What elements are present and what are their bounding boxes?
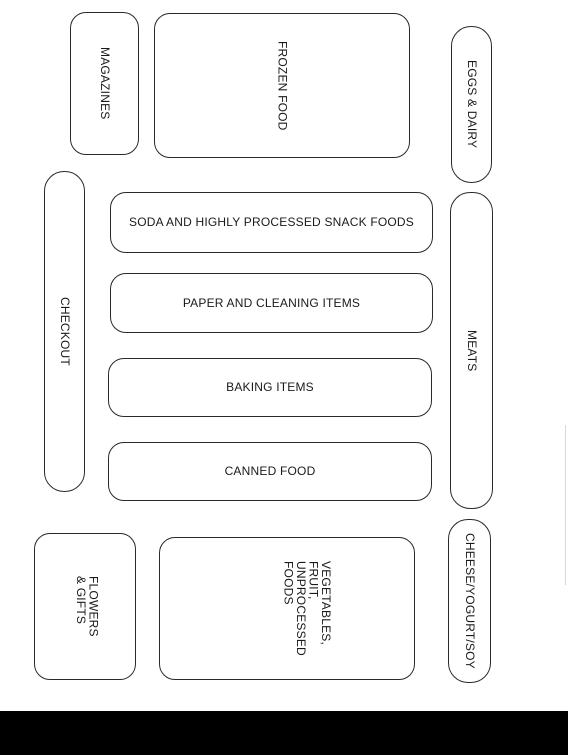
section-eggs-dairy: EGGS & DAIRY bbox=[451, 26, 492, 183]
section-meats-label: MEATS bbox=[464, 329, 479, 372]
section-cheese-yogurt-soy: CHEESE/YOGURT/SOY bbox=[448, 519, 491, 683]
bottom-scan-bar bbox=[0, 711, 568, 755]
section-eggs-dairy-label: EGGS & DAIRY bbox=[464, 60, 479, 149]
aisle-paper-cleaning-label: PAPER AND CLEANING ITEMS bbox=[182, 295, 361, 310]
section-flowers-gifts-label: FLOWERS & GIFTS bbox=[74, 576, 101, 637]
aisle-canned-food-label: CANNED FOOD bbox=[224, 464, 316, 479]
aisle-baking: BAKING ITEMS bbox=[108, 358, 432, 417]
section-flowers-gifts: FLOWERS & GIFTS bbox=[34, 533, 136, 680]
section-meats: MEATS bbox=[450, 192, 493, 509]
aisle-canned-food: CANNED FOOD bbox=[108, 442, 432, 501]
section-frozen-food: FROZEN FOOD bbox=[154, 13, 410, 158]
section-cheese-yogurt-soy-label: CHEESE/YOGURT/SOY bbox=[462, 533, 477, 669]
aisle-baking-label: BAKING ITEMS bbox=[226, 380, 314, 395]
section-magazines-label: MAGAZINES bbox=[97, 47, 112, 120]
section-magazines: MAGAZINES bbox=[70, 12, 139, 155]
section-vegetables-fruit-label: VEGETABLES, FRUIT, UNPROCESSED FOODS bbox=[281, 561, 334, 656]
section-frozen-food-label: FROZEN FOOD bbox=[275, 40, 290, 131]
section-checkout: CHECKOUT bbox=[44, 171, 85, 492]
aisle-paper-cleaning: PAPER AND CLEANING ITEMS bbox=[110, 273, 433, 333]
aisle-soda-snacks-label: SODA AND HIGHLY PROCESSED SNACK FOODS bbox=[128, 215, 415, 230]
section-vegetables-fruit: VEGETABLES, FRUIT, UNPROCESSED FOODS bbox=[159, 537, 415, 680]
scan-edge-mark bbox=[565, 425, 566, 585]
aisle-soda-snacks: SODA AND HIGHLY PROCESSED SNACK FOODS bbox=[110, 192, 433, 253]
section-checkout-label: CHECKOUT bbox=[57, 297, 72, 366]
